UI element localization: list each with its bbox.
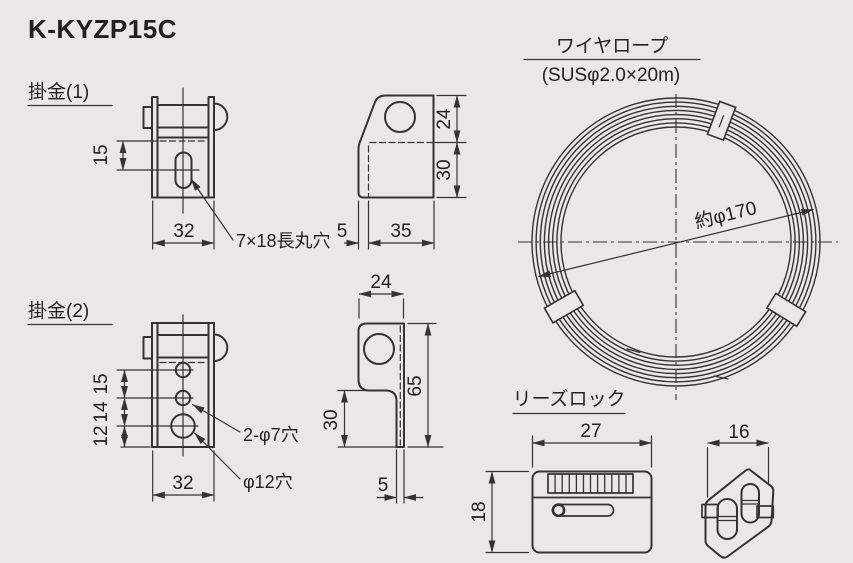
- dim-24: 24: [370, 272, 392, 293]
- leads-lock-front-view: 27 18: [469, 421, 653, 554]
- dim-18: 18: [469, 501, 490, 522]
- dim-12: 12: [91, 425, 112, 446]
- dim-5: 5: [337, 221, 348, 242]
- kakegane2-front-view: 15 14 12 32 2-φ7穴 φ12穴: [91, 314, 299, 502]
- kakegane1-label: 掛金(1): [28, 81, 89, 103]
- dim-15: 15: [91, 144, 112, 165]
- coil-band-bottom-right: [765, 292, 807, 328]
- dim-65: 65: [405, 375, 426, 396]
- leader-line: [191, 403, 241, 433]
- roller-semicircle: [213, 333, 229, 363]
- coil-band-bottom-left: [543, 289, 585, 324]
- right-plate: [207, 96, 215, 199]
- left-tab: [142, 336, 153, 360]
- leader-line: [190, 178, 234, 241]
- roller-semicircle: [213, 102, 229, 132]
- kakegane1-side-view: 24 30 5 35: [337, 94, 467, 250]
- capsule-left: [716, 498, 738, 540]
- dim-5: 5: [378, 475, 389, 496]
- lock-body: [531, 470, 653, 554]
- left-tab: [701, 503, 719, 519]
- dim-32: 32: [172, 473, 193, 494]
- wire-rope-label: ワイヤロープ: [556, 35, 668, 57]
- side-outline: [357, 322, 405, 448]
- small-holes-note: 2-φ7穴: [243, 425, 299, 445]
- wire-rope-coil: 約φ170: [518, 94, 838, 400]
- side-outline: [357, 94, 435, 199]
- dim-30: 30: [321, 409, 342, 430]
- capsule-right: [740, 483, 760, 524]
- dim-16: 16: [728, 422, 749, 443]
- dim-27: 27: [580, 421, 601, 442]
- diameter-dimension-line: [538, 208, 814, 278]
- leader-line: [193, 432, 241, 480]
- grip-ribs: [554, 473, 627, 494]
- leads-lock-section: リーズロック: [469, 388, 775, 559]
- coil-band-top: [706, 100, 737, 142]
- kakegane2-side-view: 24 65 30 5: [321, 272, 444, 504]
- leads-lock-side-view: 16: [701, 422, 775, 559]
- dim-15: 15: [91, 373, 112, 394]
- kakegane2-section: 掛金(2) 15: [27, 272, 444, 504]
- right-tab: [756, 505, 775, 519]
- rope-end-tick: [626, 348, 641, 354]
- dim-35: 35: [390, 221, 411, 242]
- hang-hole: [384, 101, 416, 133]
- dim-30: 30: [434, 159, 455, 180]
- dim-24: 24: [434, 108, 455, 130]
- slide-knob: [551, 503, 566, 518]
- kakegane1-front-view: 15 32 7×18長丸穴: [91, 87, 331, 251]
- large-hole-note: φ12穴: [243, 472, 293, 492]
- dim-32: 32: [173, 221, 194, 242]
- dim-coil-diameter: 約φ170: [692, 197, 758, 233]
- rope-end-tick: [713, 375, 729, 380]
- drawing-title: K-KYZP15C: [28, 14, 177, 44]
- hang-hole: [363, 333, 395, 365]
- left-tab: [142, 106, 153, 129]
- side-outline: [704, 468, 775, 559]
- kakegane1-section: 掛金(1) 15 32 7×18長丸穴: [27, 81, 467, 251]
- wire-rope-spec: (SUSφ2.0×20m): [542, 65, 681, 86]
- slot-note: 7×18長丸穴: [236, 231, 331, 251]
- dim-14: 14: [91, 401, 112, 423]
- right-plate: [207, 322, 215, 448]
- wire-rope-section: ワイヤロープ (SUSφ2.0×20m): [518, 35, 838, 400]
- leads-lock-label: リーズロック: [512, 388, 625, 410]
- kakegane2-label: 掛金(2): [28, 300, 89, 322]
